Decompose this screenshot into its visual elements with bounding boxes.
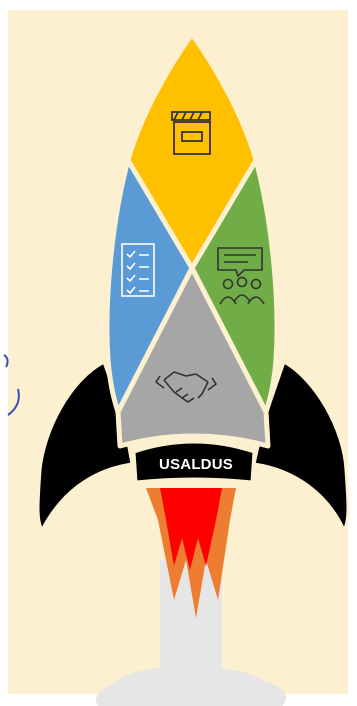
edge-glyph — [3, 354, 20, 416]
right-fin — [252, 359, 350, 534]
handshake-icon — [155, 371, 217, 403]
clapperboard-icon — [171, 111, 211, 155]
nozzle-badge — [132, 440, 256, 484]
flame-inner — [160, 488, 222, 570]
group-discussion-icon — [217, 247, 265, 305]
bottom-segment — [115, 265, 271, 449]
left-segment — [104, 157, 195, 415]
left-fin — [36, 359, 134, 534]
right-segment — [189, 157, 280, 415]
checklist-icon — [121, 243, 155, 297]
rocket-badge-label: USALDUS — [159, 455, 233, 473]
